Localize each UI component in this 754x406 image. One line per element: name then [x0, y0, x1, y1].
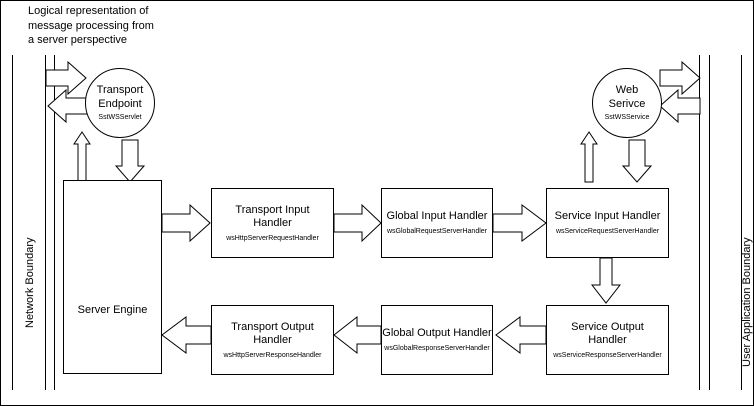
arrow-webservice-down: [621, 139, 653, 183]
diagram-caption: Logical representation of message proces…: [28, 5, 154, 46]
arrow-service-in: [659, 88, 701, 124]
arrow-webservice-up: [580, 131, 598, 183]
arrow-transport-output-to-engine: [161, 316, 212, 354]
service-input-handler-subtitle: wsServiceRequestServerHandler: [555, 227, 660, 235]
arrow-endpoint-up: [73, 131, 91, 183]
network-boundary-label: Network Boundary: [24, 237, 36, 329]
web-service-node[interactable]: Web Serivce SstWSService: [592, 68, 662, 138]
transport-endpoint-subtitle: SstWSServlet: [98, 114, 142, 121]
transport-input-handler-node[interactable]: Transport Input Handler wsHttpServerRequ…: [211, 188, 334, 258]
web-service-title: Web Serivce: [608, 84, 646, 110]
transport-input-handler-title: Transport Input Handler: [235, 203, 310, 230]
service-input-handler-title: Service Input Handler: [554, 210, 661, 223]
global-output-handler-title: Global Output Handler: [382, 327, 492, 340]
server-engine-node[interactable]: Server Engine: [63, 180, 162, 374]
service-output-handler-node[interactable]: Service Output Handler wsServiceResponse…: [546, 305, 669, 375]
arrow-outbound-response: [47, 88, 89, 124]
arrow-service-out: [659, 60, 701, 96]
arrow-service-output-to-global-output: [495, 316, 547, 354]
transport-endpoint-node[interactable]: Transport Endpoint SstWSServlet: [85, 68, 155, 138]
web-service-subtitle: SstWSService: [604, 114, 650, 121]
server-engine-title: Server Engine: [77, 304, 148, 317]
arrow-transport-input-to-global-input: [333, 203, 382, 243]
transport-output-handler-node[interactable]: Transport Output Handler wsHttpServerRes…: [211, 305, 334, 375]
arrow-endpoint-down: [114, 139, 146, 183]
global-output-handler-subtitle: wsGlobalResponseServerHandler: [384, 344, 490, 352]
arrow-global-output-to-transport-output: [333, 315, 382, 355]
transport-output-handler-title: Transport Output Handler: [231, 320, 314, 347]
user-application-boundary-label: User Application Boundary: [741, 237, 753, 367]
global-output-handler-node[interactable]: Global Output Handler wsGlobalResponseSe…: [381, 305, 493, 375]
arrow-global-input-to-service-input: [492, 204, 547, 242]
global-input-handler-node[interactable]: Global Input Handler wsGlobalRequestServ…: [381, 188, 493, 258]
global-input-handler-title: Global Input Handler: [386, 210, 488, 223]
global-input-handler-subtitle: wsGlobalRequestServerHandler: [387, 227, 487, 235]
transport-output-handler-subtitle: wsHttpServerResponseHandler: [223, 351, 322, 359]
transport-endpoint-title: Transport Endpoint: [96, 84, 144, 110]
arrow-engine-to-transport-input: [161, 203, 211, 243]
arrow-inbound-request: [45, 60, 87, 96]
transport-input-handler-subtitle: wsHttpServerRequestHandler: [226, 234, 319, 242]
service-input-handler-node[interactable]: Service Input Handler wsServiceRequestSe…: [546, 188, 669, 258]
service-output-handler-title: Service Output Handler: [571, 320, 644, 347]
arrow-service-input-to-service-output: [590, 257, 622, 304]
service-output-handler-subtitle: wsServiceResponseServerHandler: [553, 351, 662, 359]
